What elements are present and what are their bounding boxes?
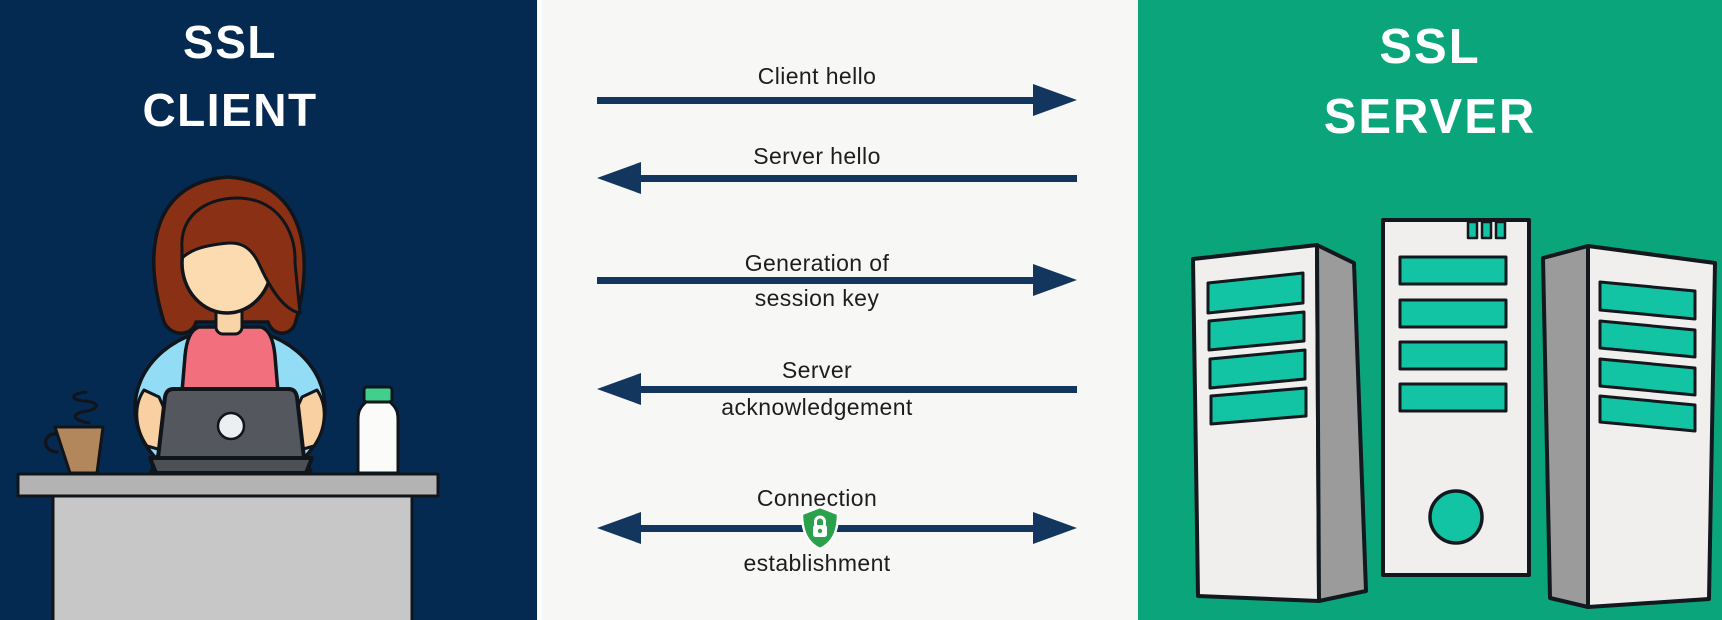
message-label-line2: establishment [743, 550, 891, 576]
server-title-line2: SERVER [1323, 90, 1537, 144]
arrow-client-to-server [597, 264, 1077, 296]
message-label-line2: session key [754, 285, 880, 311]
mug-handle [43, 432, 59, 454]
mug [53, 425, 105, 475]
hair-fringe [180, 196, 302, 315]
server-slot [1207, 310, 1306, 352]
message-label: Client hello [757, 63, 877, 89]
pink-top [180, 325, 280, 394]
server-slot [1398, 382, 1508, 413]
arrow-shaft [637, 175, 1077, 182]
handshake-panel: Client hello Server hello Generation of … [542, 0, 1138, 620]
server-vent [1466, 220, 1479, 240]
client-title-line2: CLIENT [142, 84, 318, 136]
arrowhead-right-icon [1033, 84, 1077, 116]
bottle-body [356, 400, 400, 475]
desk-base [51, 494, 414, 620]
server-slot [1598, 357, 1697, 397]
server-title-line1: SSL [1379, 20, 1481, 74]
server-slot [1209, 386, 1308, 426]
arrow-shaft [597, 277, 1037, 284]
server-power-button [1428, 489, 1484, 545]
desk-top [16, 472, 440, 498]
message-label: Connection [756, 485, 878, 511]
server-tower-right [1541, 244, 1717, 609]
client-title-line1: SSL [183, 16, 277, 68]
laptop-logo [216, 411, 246, 441]
server-slot [1598, 319, 1697, 359]
server-slot [1398, 340, 1508, 371]
arrowhead-right-icon [1033, 264, 1077, 296]
server-towers-illustration [1191, 218, 1717, 609]
panel-divider [537, 0, 542, 620]
client-panel-title: SSL CLIENT [0, 8, 460, 144]
arrow-client-to-server [597, 84, 1077, 116]
lock-shield-icon [800, 505, 840, 551]
arrow-server-to-client [597, 162, 1077, 194]
arrowhead-right-icon [1033, 512, 1077, 544]
server-tower-left [1191, 243, 1368, 603]
message-label: Server [781, 357, 853, 383]
arrowhead-left-icon [597, 373, 641, 405]
laptop-base [148, 456, 314, 475]
server-panel-title: SSL SERVER [1138, 12, 1722, 152]
message-label-line2: acknowledgement [721, 394, 913, 420]
server-tower-center [1381, 218, 1531, 577]
arrow-server-to-client [597, 373, 1077, 405]
client-panel: SSL CLIENT [0, 0, 537, 620]
message-label: Generation of [744, 250, 890, 276]
arrow-shaft [597, 97, 1037, 104]
arrow-shaft [637, 386, 1077, 393]
arrowhead-left-icon [597, 162, 641, 194]
server-slot [1598, 394, 1697, 433]
server-panel: SSL SERVER [1138, 0, 1722, 620]
woman-at-desk-illustration [16, 175, 440, 620]
server-slot [1398, 255, 1508, 286]
server-slot [1598, 280, 1697, 321]
server-slot [1206, 271, 1305, 315]
server-slot [1398, 298, 1508, 329]
steam [72, 390, 98, 425]
server-vent [1494, 220, 1507, 240]
arrowhead-left-icon [597, 512, 641, 544]
server-slot [1208, 348, 1307, 390]
bottle-cap [362, 385, 394, 404]
message-label: Server hello [753, 143, 881, 169]
server-vent [1480, 220, 1493, 240]
